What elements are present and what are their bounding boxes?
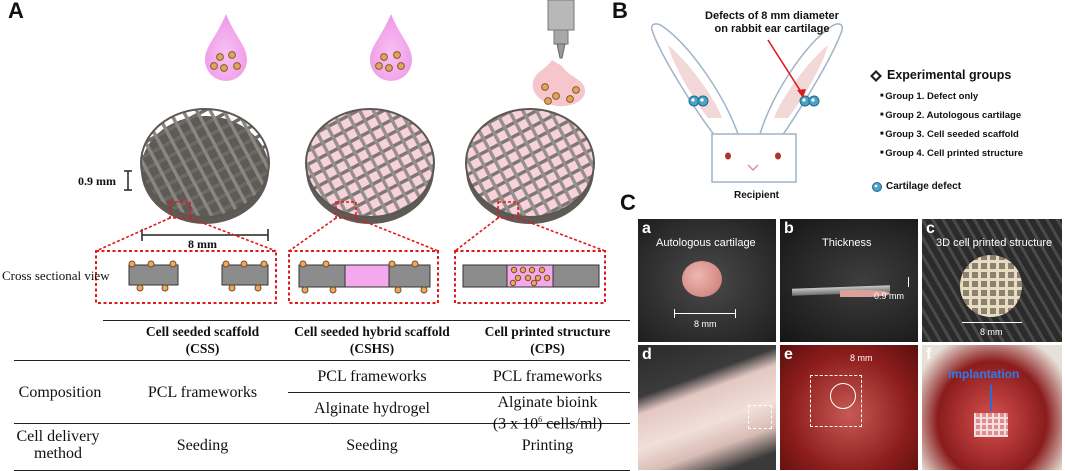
composition-cshs-2: Alginate hydrogel xyxy=(314,400,430,417)
cartilage-sample-icon xyxy=(682,261,722,297)
panel-a-letter: A xyxy=(8,0,24,23)
cross-section-cps xyxy=(462,264,600,288)
composition-cps-2: Alginate bioink (3 x 106 cells/ml) xyxy=(492,394,603,433)
table-mid-rule xyxy=(288,392,630,393)
header-cps: Cell printed structure(CPS) xyxy=(484,324,611,356)
rabbit-diagram xyxy=(650,23,882,192)
groups-list: ■ Group 1. Defect only ■ Group 2. Autolo… xyxy=(880,87,1023,163)
groups-title: Experimental groups xyxy=(887,68,1012,82)
thickness-label: 0.9 mm xyxy=(78,174,116,188)
photo-f: f Implantation xyxy=(922,345,1062,470)
panel-c-letter: C xyxy=(620,190,636,215)
group-item: ■ Group 2. Autologous cartilage xyxy=(880,110,1022,121)
delivery-cshs: Seeding xyxy=(346,437,398,454)
recipient-label: Recipient xyxy=(734,190,780,201)
cross-section-label: Cross sectional view xyxy=(2,268,110,283)
table-header-rule xyxy=(14,360,630,361)
delivery-css: Seeding xyxy=(176,437,229,454)
thickness-bracket xyxy=(124,170,132,191)
defect-arrow xyxy=(767,39,804,96)
droplet-1-icon xyxy=(205,14,247,81)
print-nozzle-icon xyxy=(532,0,586,107)
cross-section-cshs xyxy=(298,260,431,294)
disc-css-icon xyxy=(140,108,270,224)
table-top-rule xyxy=(103,320,630,321)
header-css: Cell seeded scaffold(CSS) xyxy=(145,324,260,356)
rabbit-outline xyxy=(650,23,844,183)
printed-structure-icon xyxy=(960,255,1022,317)
photo-b: b Thickness 0.9 mm xyxy=(780,219,918,342)
composition-css: PCL frameworks xyxy=(147,384,258,401)
cross-section-css xyxy=(128,260,269,292)
composition-cps-1: PCL frameworks xyxy=(492,368,603,385)
table-row-rule xyxy=(14,423,630,424)
group-item: ■ Group 4. Cell printed structure xyxy=(880,148,1024,159)
row-composition-label: Composition xyxy=(18,384,102,401)
panel-b-letter: B xyxy=(612,0,628,23)
droplet-2-icon xyxy=(370,14,412,81)
disc-cps-icon xyxy=(465,108,595,224)
group-item: ■ Group 1. Defect only xyxy=(880,91,979,102)
legend-label: Cartilage defect xyxy=(886,181,962,192)
photo-e: e 8 mm xyxy=(780,345,918,470)
zoom-boxes xyxy=(95,250,606,304)
diameter-label: 8 mm xyxy=(188,237,217,251)
implant-icon xyxy=(974,413,1008,437)
cartilage-defect-icon xyxy=(872,182,882,192)
group-item: ■ Group 3. Cell seeded scaffold xyxy=(880,129,1019,140)
header-cshs: Cell seeded hybrid scaffold(CSHS) xyxy=(294,324,450,356)
composition-cshs-1: PCL frameworks xyxy=(317,368,427,385)
disc-cshs-icon xyxy=(305,108,435,224)
photo-a: a Autologous cartilage 8 mm xyxy=(638,219,776,342)
panel-a-illustration xyxy=(95,0,606,304)
delivery-cps: Printing xyxy=(521,437,574,454)
photo-c: c 3D cell printed structure 8 mm xyxy=(922,219,1062,342)
photo-d: d xyxy=(638,345,776,470)
